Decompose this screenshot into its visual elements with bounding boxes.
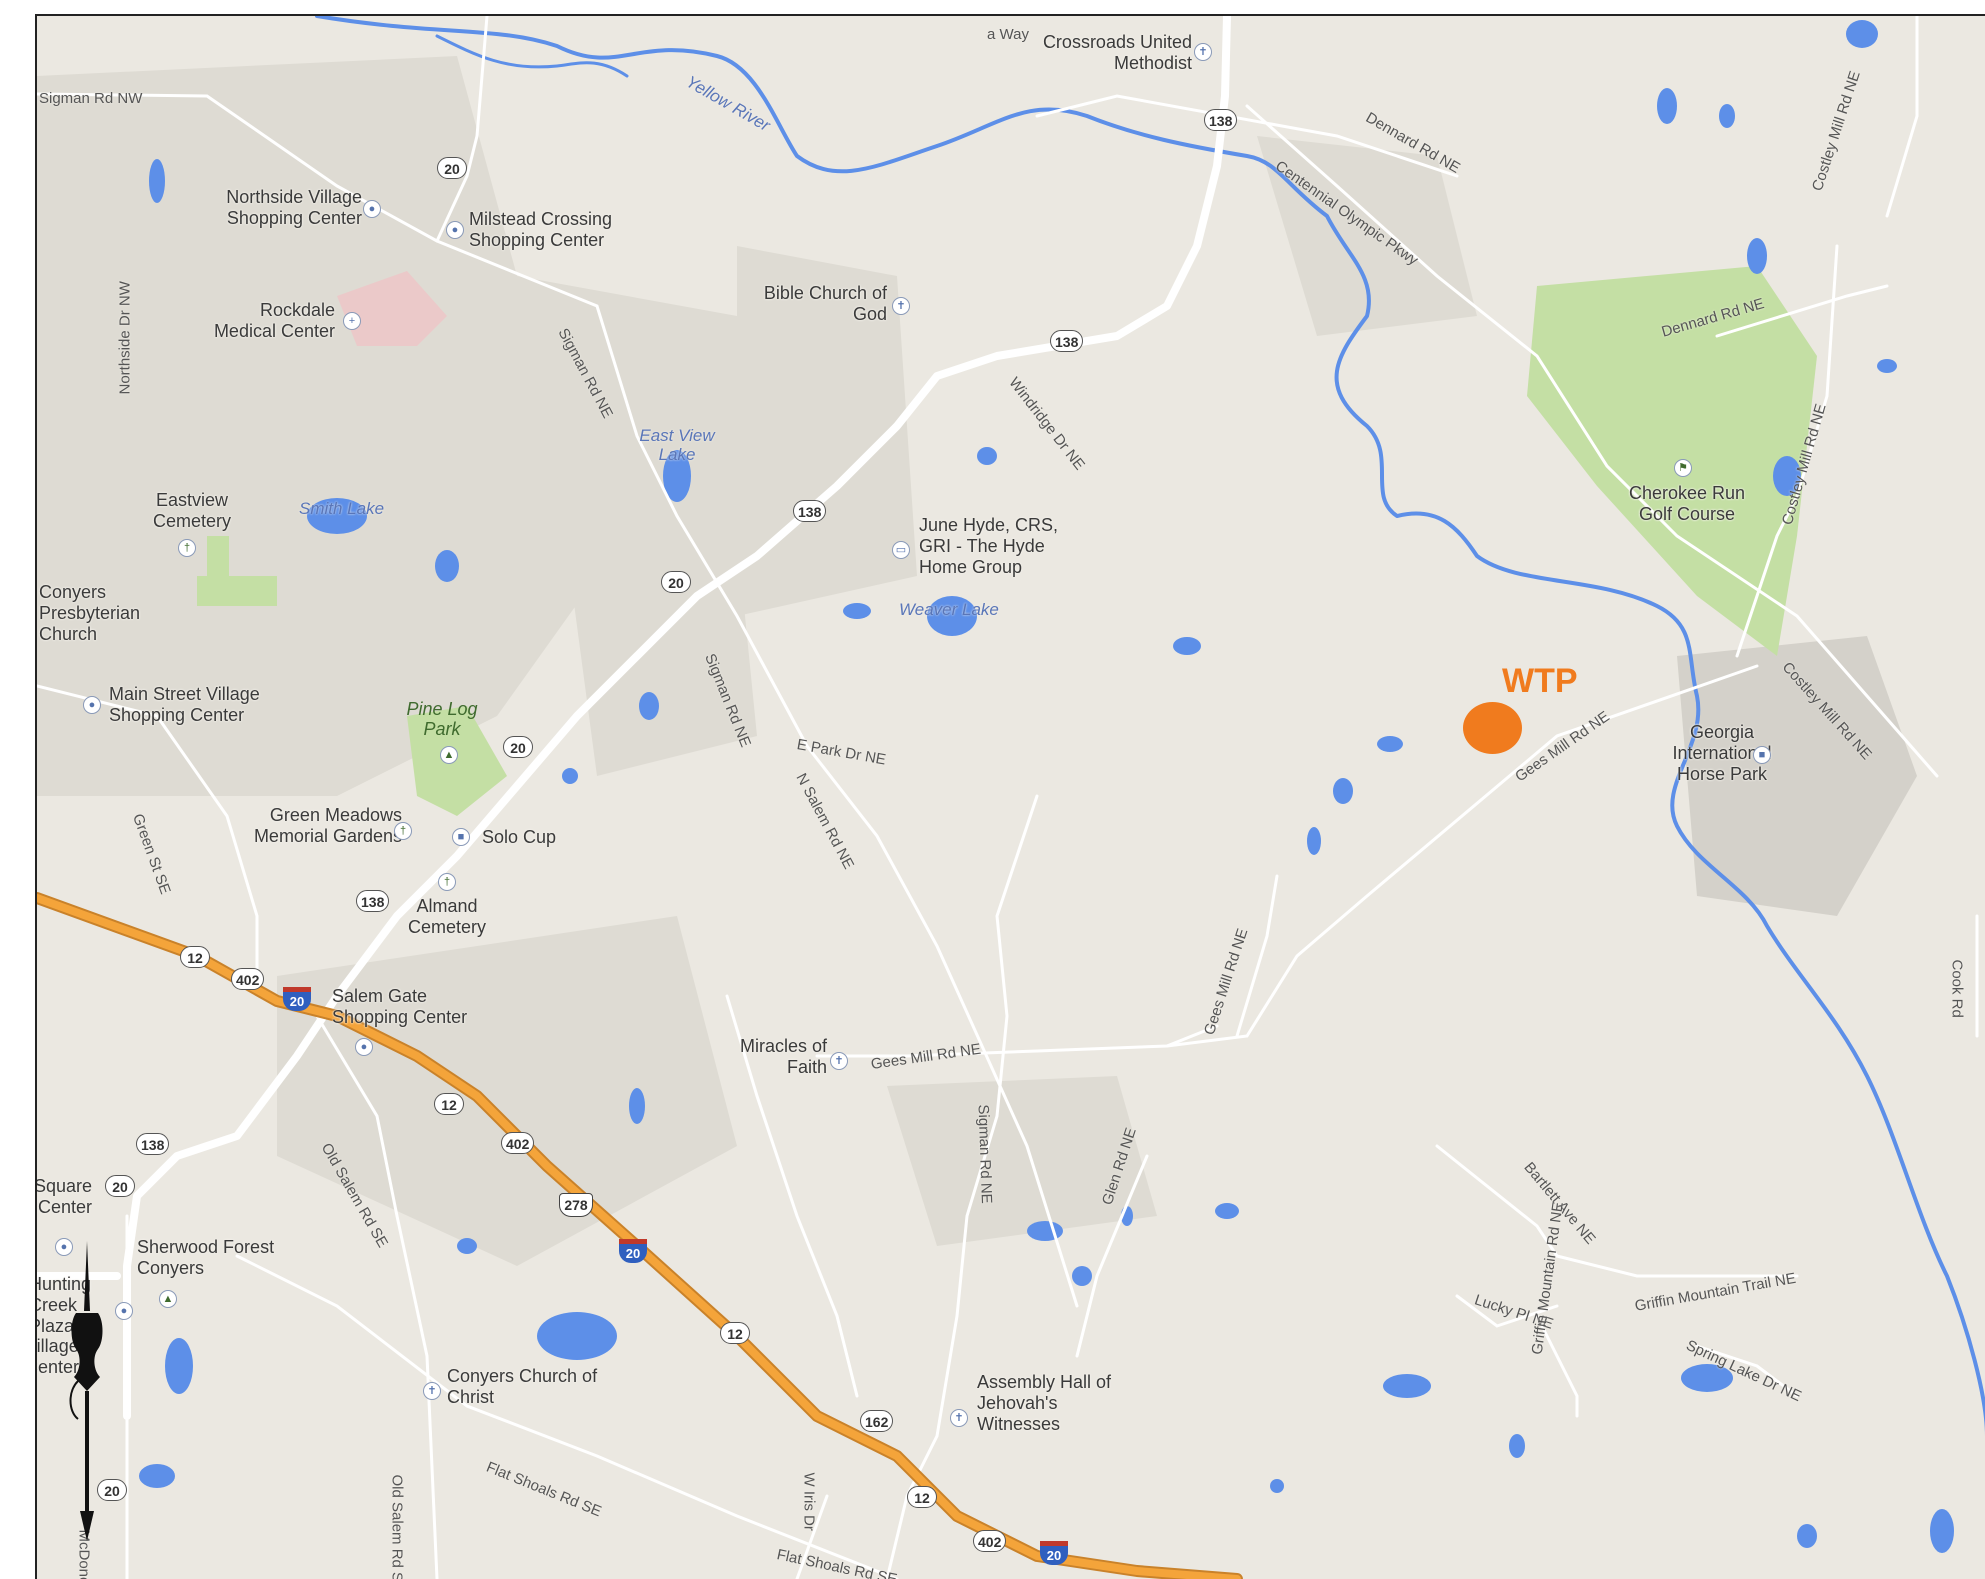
route-138-shield: 138	[356, 890, 389, 912]
road-way-top: a Way	[987, 26, 1029, 43]
place-june-hyde[interactable]: June Hyde, CRS, GRI - The Hyde Home Grou…	[919, 515, 1079, 578]
cemetery-icon: †	[178, 539, 196, 557]
business-icon: ■	[452, 828, 470, 846]
park-icon: ■	[1753, 746, 1771, 764]
road-sigman-rd-ne-far-south: Sigman Rd NE	[975, 1104, 995, 1204]
route-20-shield: 20	[437, 157, 467, 179]
church-icon: ✝	[830, 1052, 848, 1070]
route-402-shield: 402	[231, 968, 264, 990]
road-old-salem-rd-se-south: Old Salem Rd SE	[389, 1475, 406, 1579]
place-sherwood-forest[interactable]: Sherwood Forest Conyers	[137, 1237, 287, 1279]
place-main-street-village[interactable]: Main Street Village Shopping Center	[109, 684, 284, 726]
route-12-shield: 12	[434, 1093, 464, 1115]
route-402-shield: 402	[501, 1132, 534, 1154]
cemetery-icon: †	[394, 822, 412, 840]
road-sigman-rd-nw: Sigman Rd NW	[39, 90, 142, 107]
road-northside-dr-nw: Northside Dr NW	[117, 281, 134, 394]
shopping-icon: ●	[83, 696, 101, 714]
place-square-center[interactable]: Square Center	[35, 1176, 92, 1218]
us-278-shield: 278	[559, 1193, 593, 1217]
wtp-marker-label: WTP	[1502, 662, 1578, 701]
place-conyers-presbyterian[interactable]: Conyers Presbyterian Church	[39, 582, 159, 645]
route-138-shield: 138	[136, 1133, 169, 1155]
road-cook-rd: Cook Rd	[1949, 960, 1966, 1018]
route-138-shield: 138	[1050, 330, 1083, 352]
park-icon: ▲	[159, 1290, 177, 1308]
place-bible-church[interactable]: Bible Church of God	[757, 283, 887, 325]
shopping-icon: ●	[115, 1302, 133, 1320]
cemetery-icon: †	[438, 873, 456, 891]
route-20-shield: 20	[661, 571, 691, 593]
route-12-shield: 12	[180, 946, 210, 968]
place-northside-village[interactable]: Northside Village Shopping Center	[197, 187, 362, 229]
route-162-shield: 162	[860, 1410, 893, 1432]
church-icon: ✝	[423, 1382, 441, 1400]
map-frame[interactable]: WTP Yellow River East View Lake Smith La…	[35, 14, 1985, 1579]
route-20-shield: 20	[503, 736, 533, 758]
route-12-shield: 12	[907, 1486, 937, 1508]
north-arrow-icon	[62, 1241, 112, 1541]
shopping-icon: ●	[355, 1038, 373, 1056]
route-138-shield: 138	[793, 500, 826, 522]
wtp-marker[interactable]	[1463, 702, 1522, 754]
place-rockdale-medical[interactable]: Rockdale Medical Center	[195, 300, 335, 342]
place-crossroads-united-methodist[interactable]: Crossroads United Methodist	[1022, 32, 1192, 74]
place-cherokee-run-golf[interactable]: Cherokee Run Golf Course	[1617, 483, 1757, 525]
lodging-icon: ▭	[892, 541, 910, 559]
route-402-shield: 402	[973, 1530, 1006, 1552]
shopping-icon: ●	[363, 200, 381, 218]
route-20-shield: 20	[105, 1175, 135, 1197]
golf-icon: ⚑	[1674, 459, 1692, 477]
place-milstead-crossing[interactable]: Milstead Crossing Shopping Center	[469, 209, 644, 251]
shopping-icon: ●	[446, 221, 464, 239]
weaver-lake-label: Weaver Lake	[899, 600, 999, 620]
place-salem-gate[interactable]: Salem Gate Shopping Center	[332, 986, 492, 1028]
hospital-icon: +	[343, 312, 361, 330]
place-miracles-of-faith[interactable]: Miracles of Faith	[737, 1036, 827, 1078]
church-icon: ✝	[1194, 43, 1212, 61]
pine-log-park-label: Pine Log Park	[402, 699, 482, 739]
route-12-shield: 12	[720, 1322, 750, 1344]
interstate-20-shield: 20	[619, 1239, 647, 1263]
place-eastview-cemetery[interactable]: Eastview Cemetery	[147, 490, 237, 532]
road-w-iris-dr: W Iris Dr	[801, 1473, 818, 1531]
smith-lake-label: Smith Lake	[299, 499, 384, 519]
place-assembly-hall[interactable]: Assembly Hall of Jehovah's Witnesses	[977, 1372, 1137, 1435]
church-icon: ✝	[950, 1409, 968, 1427]
place-green-meadows[interactable]: Green Meadows Memorial Gardens	[202, 805, 402, 847]
place-almand-cemetery[interactable]: Almand Cemetery	[397, 896, 497, 938]
place-solo-cup[interactable]: Solo Cup	[482, 827, 556, 848]
church-icon: ✝	[892, 297, 910, 315]
east-view-lake-label: East View Lake	[637, 426, 717, 464]
interstate-20-shield: 20	[1040, 1541, 1068, 1565]
park-icon: ▲	[440, 746, 458, 764]
interstate-20-shield: 20	[283, 987, 311, 1011]
place-conyers-church-of-christ[interactable]: Conyers Church of Christ	[447, 1366, 602, 1408]
developed-areas	[37, 56, 1917, 1266]
route-138-shield: 138	[1204, 109, 1237, 131]
